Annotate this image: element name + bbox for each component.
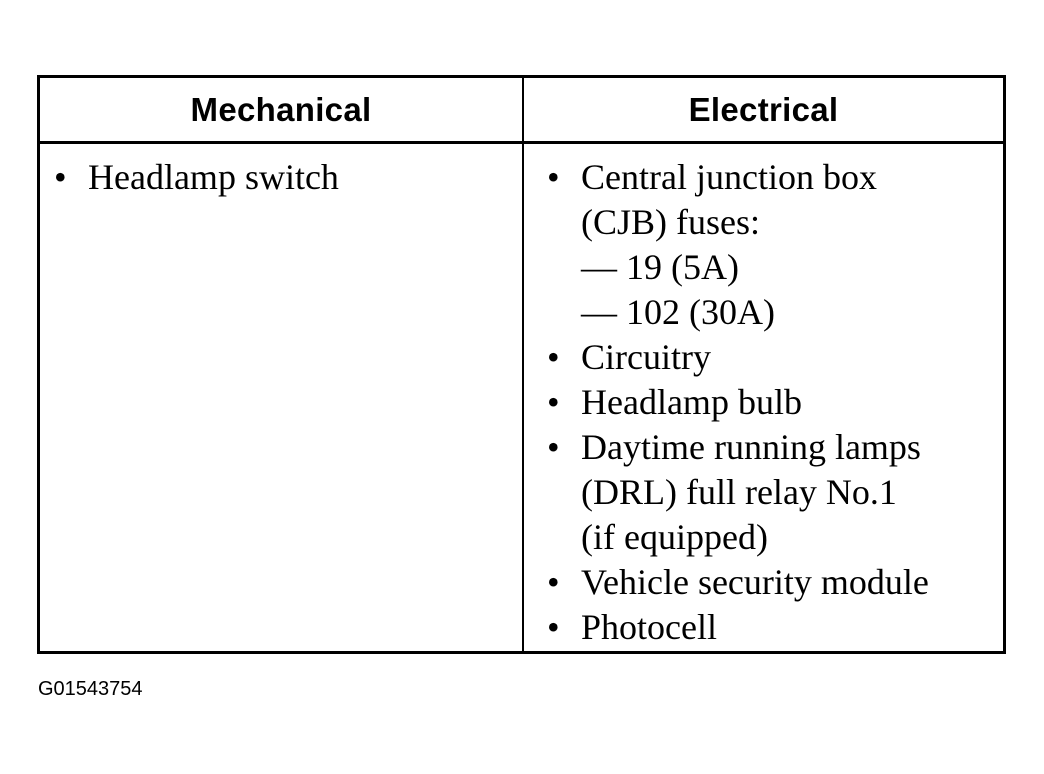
header-divider — [40, 141, 1003, 144]
item-text: Headlamp switch — [88, 157, 339, 197]
bullet-icon: • — [54, 157, 67, 197]
item-text: (CJB) fuses: — [581, 202, 760, 242]
sub-item-text: — 19 (5A) — [581, 247, 739, 287]
item-text: Daytime running lamps — [581, 427, 921, 467]
list-item: • Circuitry — [545, 335, 1005, 380]
diagnosis-table: Mechanical Electrical • Headlamp switch … — [37, 75, 1006, 654]
sub-item-text: — 102 (30A) — [581, 292, 775, 332]
bullet-icon: • — [547, 337, 560, 377]
bullet-icon: • — [547, 382, 560, 422]
mechanical-list: • Headlamp switch — [52, 155, 512, 200]
list-item: • Central junction box (CJB) fuses: — 19… — [545, 155, 1005, 335]
item-text: (DRL) full relay No.1 — [581, 472, 897, 512]
list-item: • Daytime running lamps (DRL) full relay… — [545, 425, 1005, 560]
electrical-list: • Central junction box (CJB) fuses: — 19… — [545, 155, 1005, 650]
header-electrical: Electrical — [688, 90, 839, 128]
list-item: • Vehicle security module — [545, 560, 1005, 605]
item-text: Headlamp bulb — [581, 382, 802, 422]
item-text: (if equipped) — [581, 517, 768, 557]
column-divider — [522, 78, 524, 651]
bullet-icon: • — [547, 562, 560, 602]
item-text: Central junction box — [581, 157, 877, 197]
header-mechanical: Mechanical — [190, 90, 372, 128]
list-item: • Headlamp switch — [52, 155, 512, 200]
item-text: Vehicle security module — [581, 562, 929, 602]
item-text: Circuitry — [581, 337, 711, 377]
list-item: • Photocell — [545, 605, 1005, 650]
item-text: Photocell — [581, 607, 717, 647]
bullet-icon: • — [547, 157, 560, 197]
bullet-icon: • — [547, 607, 560, 647]
bullet-icon: • — [547, 427, 560, 467]
list-item: • Headlamp bulb — [545, 380, 1005, 425]
figure-code: G01543754 — [38, 678, 143, 700]
